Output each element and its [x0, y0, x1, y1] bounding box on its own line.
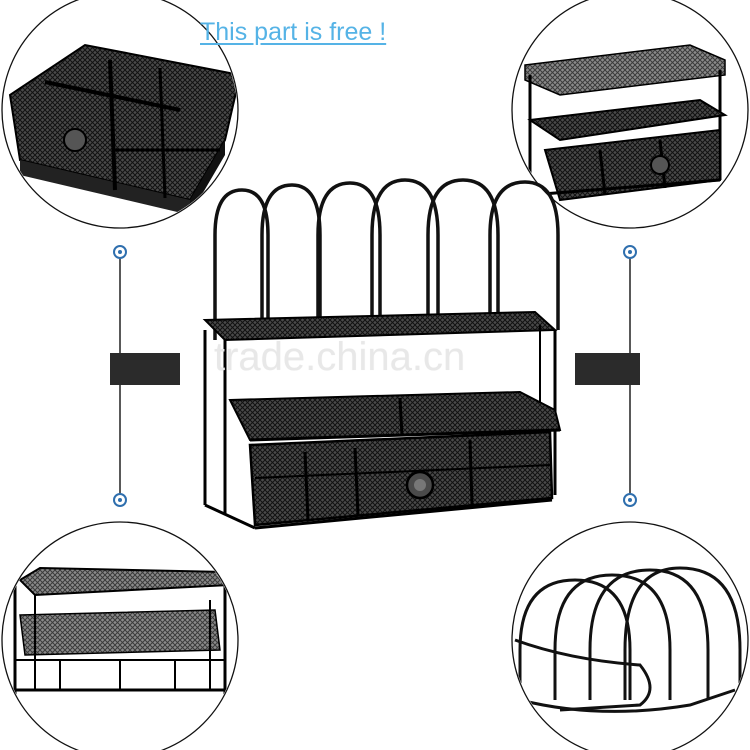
callout-top-right — [511, 0, 749, 229]
free-part-headline: This part is free ! — [200, 18, 387, 46]
main-product-organizer — [202, 178, 562, 530]
callout-bottom-left — [1, 521, 239, 750]
watermark-text: trade.china.cn — [214, 335, 466, 379]
watermark-bar-left — [110, 353, 180, 385]
watermark-bar-right — [575, 353, 640, 385]
callout-top-left — [1, 0, 239, 229]
callout-bottom-right — [511, 521, 749, 750]
